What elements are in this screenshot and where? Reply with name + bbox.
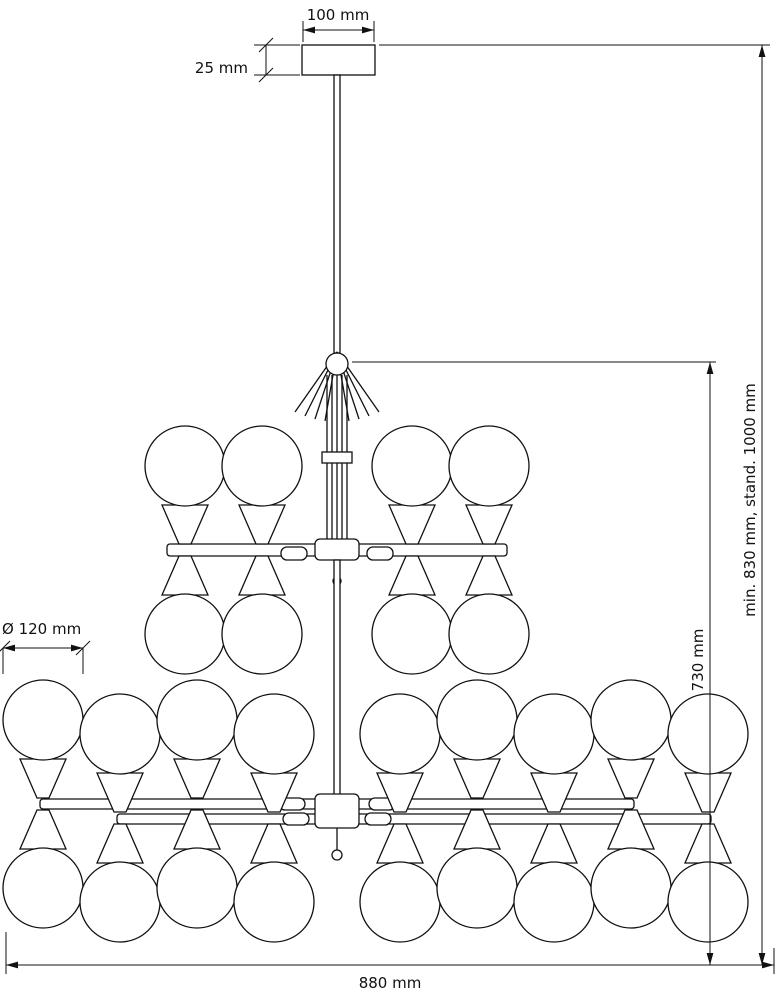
arrow <box>758 953 766 965</box>
label-suspension-height: min. 830 mm, stand. 1000 mm <box>741 383 759 617</box>
lower-arm-bracket-3 <box>282 812 310 826</box>
upper-hub <box>314 538 360 561</box>
lower-tier <box>2 679 749 943</box>
arrow <box>3 644 15 652</box>
upper-arm-bracket-left <box>280 546 308 561</box>
arrow <box>6 961 18 969</box>
label-globe-diameter: Ø 120 mm <box>2 620 81 638</box>
lower-arm-bracket-4 <box>364 812 392 826</box>
label-fixture-height: 730 mm <box>689 629 707 692</box>
suspension-rod <box>333 74 341 354</box>
upper-arm-bracket-right <box>366 546 394 561</box>
lower-hub <box>314 793 360 829</box>
lower-finial-ball <box>331 849 343 861</box>
slash-tick <box>258 67 274 83</box>
rod-collar <box>321 451 353 464</box>
label-canopy-height: 25 mm <box>195 59 248 77</box>
chandelier <box>2 44 749 943</box>
mid-rod <box>333 559 341 799</box>
ceiling-canopy <box>301 44 376 76</box>
arrow <box>762 961 774 969</box>
label-fixture-width: 880 mm <box>359 974 422 992</box>
arrow <box>303 26 315 34</box>
arrow <box>706 953 714 965</box>
upper-tier <box>144 425 530 675</box>
lower-arm-bar-front <box>116 813 712 825</box>
arrow <box>706 362 714 374</box>
arrow <box>71 644 83 652</box>
slash-tick <box>258 37 274 53</box>
dimension-labels: 100 mm 25 mm Ø 120 mm min. 830 mm, stand… <box>2 6 759 992</box>
arrow <box>758 45 766 57</box>
arrow <box>362 26 374 34</box>
label-canopy-width: 100 mm <box>307 6 370 24</box>
dimension-arrows <box>3 26 774 969</box>
crown-ball <box>325 352 349 376</box>
